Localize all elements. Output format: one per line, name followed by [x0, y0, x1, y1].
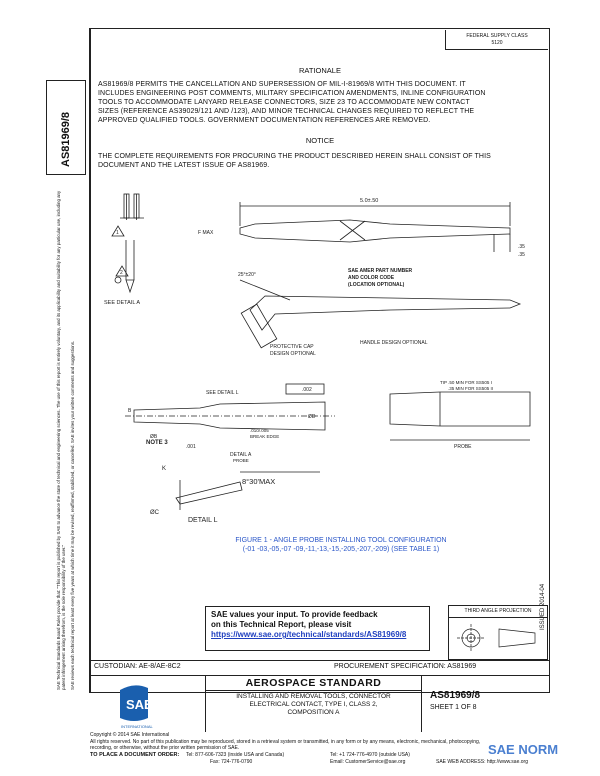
handle-note: HANDLE DESIGN OPTIONAL	[360, 340, 428, 346]
figure-caption-dashnumbers: (-01 -03,-05,-07 -09,-11,-13,-15,-205,-2…	[242, 546, 440, 553]
federal-supply-class-box: FEDERAL SUPPLY CLASS 5120	[445, 30, 548, 50]
cap-note-1: PROTECTIVE CAP	[270, 344, 314, 350]
footer: Copyright © 2014 SAE International All r…	[90, 732, 550, 766]
standard-label: AEROSPACE STANDARD	[206, 676, 421, 691]
rationale-line: APPROVED QUALIFIED TOOLS. GOVERNMENT DOC…	[98, 117, 431, 124]
f-max-label: F MAX	[198, 230, 214, 236]
tool-side-view	[239, 202, 511, 252]
tolerance-value: .001	[186, 444, 196, 450]
rationale-line: AS81969/8 PERMITS THE CANCELLATION AND S…	[98, 81, 466, 88]
sae-logo-icon: SAE INTERNATIONAL	[120, 685, 153, 729]
footer-rights-2: recording, or otherwise, without the pri…	[90, 745, 240, 751]
footer-email: Email: CustomerService@sae.org	[330, 758, 406, 765]
probe-profile-view	[125, 383, 335, 431]
break-edge-value: .010/.005	[250, 428, 269, 433]
flag-1: 1	[116, 230, 119, 236]
title-main: AEROSPACE STANDARD INSTALLING AND REMOVA…	[206, 676, 422, 732]
tip-note-1: TIP .50 MIN FOR SS505 I	[440, 380, 492, 385]
detail-a-sub: PROBE	[233, 458, 249, 463]
figure-caption-title: FIGURE 1 - ANGLE PROBE INSTALLING TOOL C…	[235, 537, 447, 544]
footer-order-row: TO PLACE A DOCUMENT ORDER: Tel: 877-606-…	[90, 752, 550, 759]
footer-contact-row: Fax: 724-776-0790 Email: CustomerService…	[90, 759, 550, 766]
notice-line: THE COMPLETE REQUIREMENTS FOR PROCURING …	[98, 153, 491, 160]
sheet-number: SHEET 1 OF 8	[430, 704, 477, 711]
see-detail-a-label: SEE DETAIL A	[104, 300, 140, 306]
rationale-heading: RATIONALE	[299, 66, 341, 75]
tool-angled-view	[239, 279, 522, 349]
notice-line: DOCUMENT AND THE LATEST ISSUE OF AS81969…	[98, 162, 270, 169]
rationale-text: AS81969/8 PERMITS THE CANCELLATION AND S…	[98, 80, 538, 125]
title-block: SAE INTERNATIONAL AEROSPACE STANDARD INS…	[90, 676, 550, 732]
projection-box: THIRD ANGLE PROJECTION	[448, 605, 548, 660]
title-block-divider	[90, 675, 550, 676]
fsc-label: FEDERAL SUPPLY CLASS	[466, 33, 528, 39]
marking-note-3: (LOCATION OPTIONAL)	[348, 282, 405, 288]
notice-text: THE COMPLETE REQUIREMENTS FOR PROCURING …	[98, 152, 538, 170]
footer-order-label: TO PLACE A DOCUMENT ORDER:	[90, 751, 180, 758]
projection-symbol-icon	[457, 624, 536, 652]
length-dimension: 5.0±.50	[360, 198, 378, 204]
feedback-line-2: on this Technical Report, please visit	[211, 620, 352, 629]
rationale-line: SIZES (REFERENCE AS39029/121 AND /123), …	[98, 108, 475, 115]
dim-b-label: B	[128, 408, 132, 414]
flag-2: 2	[120, 270, 123, 276]
title-line: COMPOSITION A	[287, 709, 340, 716]
sae-logo-sub: INTERNATIONAL	[121, 724, 153, 729]
marking-note-2: AND COLOR CODE	[348, 275, 395, 281]
k-label: K	[162, 466, 166, 472]
custodian: CUSTODIAN: AE-8/AE-8C2	[94, 663, 181, 670]
custodian-divider	[90, 660, 550, 661]
side-document-number-box: AS81969/8	[46, 80, 86, 175]
dim-c-label: ØB	[150, 434, 158, 440]
sae-logo: SAE INTERNATIONAL	[90, 676, 206, 732]
tip-note-2: .35 MIN FOR SS505 II	[448, 386, 493, 391]
side-review-notice: SAE reviews each technical report at lea…	[70, 340, 75, 690]
footer-fax: Fax: 724-776-0790	[210, 758, 253, 765]
detail-l-label: DETAIL L	[188, 517, 218, 524]
left-margin-strip	[42, 28, 90, 693]
footer-rights: All rights reserved. No part of this pub…	[90, 738, 481, 745]
side-document-number: AS81969/8	[60, 111, 72, 167]
footer-copyright: Copyright © 2014 SAE International	[90, 732, 170, 738]
angle-label: 25°±20°	[238, 272, 256, 278]
probe-tube-view	[389, 391, 531, 441]
feedback-box: SAE values your input. To provide feedba…	[205, 606, 430, 651]
title-line: INSTALLING AND REMOVAL TOOLS, CONNECTOR	[236, 693, 391, 700]
side-legal-notice: SAE Technical Standards Board Rules prov…	[56, 190, 66, 690]
footer-web: SAE WEB ADDRESS: http://www.sae.org	[436, 758, 528, 765]
projection-label: THIRD ANGLE PROJECTION	[449, 606, 547, 618]
marking-note-1: SAE AMER PART NUMBER	[348, 268, 413, 274]
document-title: INSTALLING AND REMOVAL TOOLS, CONNECTOR …	[206, 691, 421, 717]
break-edge-label: BREAK EDGE	[250, 434, 279, 439]
notice-heading: NOTICE	[305, 136, 335, 145]
cap-note-2: DESIGN OPTIONAL	[270, 351, 316, 357]
footer-tel-2: Tel: +1 724-776-4970 (outside USA)	[330, 751, 410, 758]
see-detail-l-label: SEE DETAIL L	[206, 390, 239, 396]
watermark: SAE NORM	[488, 742, 559, 757]
rationale-line: INCLUDES ENGINEERING POST COMMENTS, MILI…	[98, 90, 486, 97]
tool-drawing: 1 2 SEE DETAIL A 5.0±.50 F MAX .35 .35 2…	[104, 193, 531, 524]
detail-a-label: DETAIL A	[230, 452, 252, 458]
fsc-value: 5120	[491, 40, 503, 46]
angle-max-label: 8°30'MAX	[242, 477, 275, 486]
drawing-frame	[90, 28, 550, 693]
dim-d-label: ØD	[308, 414, 316, 420]
tip-view-group	[111, 193, 144, 294]
sae-logo-text: SAE	[126, 697, 153, 712]
probe-label: PROBE	[454, 444, 472, 450]
procurement-spec: PROCUREMENT SPECIFICATION: AS81969	[334, 663, 477, 670]
feedback-link[interactable]: https://www.sae.org/technical/standards/…	[211, 630, 407, 639]
title-line: ELECTRICAL CONTACT, TYPE I, CLASS 2,	[249, 701, 378, 708]
dim-35-a: .35	[518, 244, 525, 250]
dim-35-b: .35	[518, 252, 525, 258]
flatness-value: .002	[302, 387, 312, 393]
title-document-number: AS81969/8	[430, 690, 481, 701]
feedback-line-1: SAE values your input. To provide feedba…	[211, 610, 378, 619]
note-3-label: NOTE 3	[146, 440, 168, 446]
figure-caption: FIGURE 1 - ANGLE PROBE INSTALLING TOOL C…	[196, 536, 486, 554]
phi-c-label: ØC	[150, 510, 160, 516]
rationale-line: TOOLS TO ACCOMMODATE LANYARD RELEASE CON…	[98, 99, 470, 106]
footer-tel: Tel: 877-606-7323 (inside USA and Canada…	[186, 751, 285, 758]
detail-l-view	[175, 471, 320, 510]
